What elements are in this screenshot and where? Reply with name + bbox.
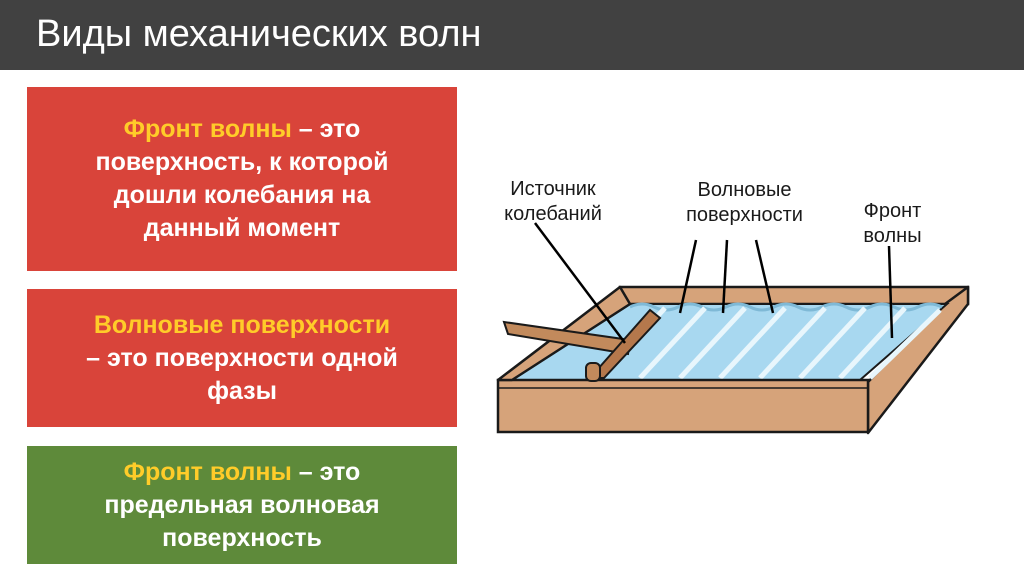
definition-box-wave-surfaces: Волновые поверхности – это поверхности о… xyxy=(27,289,457,427)
source-lever-rod xyxy=(502,320,632,356)
pointer-source xyxy=(534,222,626,344)
label-wavefront: Фронт волны xyxy=(845,199,940,249)
page-title: Виды механических волн xyxy=(36,13,482,55)
source-bar-foot xyxy=(585,362,601,382)
definition-line-4: данный момент xyxy=(143,214,341,242)
label-pointers xyxy=(534,222,894,344)
definition-connector: – это xyxy=(291,457,361,486)
definition-line-3: фазы xyxy=(207,376,277,405)
term-wavefront: Фронт волны xyxy=(123,457,292,486)
tank-back-wall xyxy=(618,285,970,306)
label-line: поверхности xyxy=(686,204,803,226)
definition-line-1: Фронт волны – это xyxy=(124,456,361,489)
label-line: Волновые xyxy=(697,179,792,201)
label-wave-surfaces: Волновые поверхности xyxy=(667,178,822,228)
definition-line-3: дошли колебания на xyxy=(113,181,371,209)
definition-box-wavefront: Фронт волны – это поверхность, к которой… xyxy=(27,87,457,271)
pointer-front xyxy=(887,245,894,339)
definition-line-1: Фронт волны – это xyxy=(124,113,361,146)
label-line: Источник xyxy=(510,178,596,200)
label-line: колебаний xyxy=(504,203,602,225)
definition-line-3: поверхность xyxy=(162,523,322,552)
label-oscillation-source: Источник колебаний xyxy=(488,177,618,227)
label-line: волны xyxy=(863,225,922,247)
ripple-tank-illustration xyxy=(496,222,970,435)
definition-line-2: предельная волновая xyxy=(104,490,380,519)
term-wavefront: Фронт волны xyxy=(123,115,292,143)
pointer-surface-3 xyxy=(754,239,775,314)
definition-line-2: поверхность, к которой xyxy=(95,148,389,176)
definition-connector: – это xyxy=(291,115,361,143)
definition-box-front-limit: Фронт волны – это предельная волновая по… xyxy=(27,446,457,564)
label-line: Фронт xyxy=(863,200,922,222)
term-wave-surfaces: Волновые поверхности xyxy=(93,310,391,339)
definition-line-2: – это поверхности одной xyxy=(86,343,398,372)
pointer-surface-2 xyxy=(721,239,729,314)
pointer-surface-1 xyxy=(678,239,698,314)
title-bar: Виды механических волн xyxy=(0,0,1024,70)
